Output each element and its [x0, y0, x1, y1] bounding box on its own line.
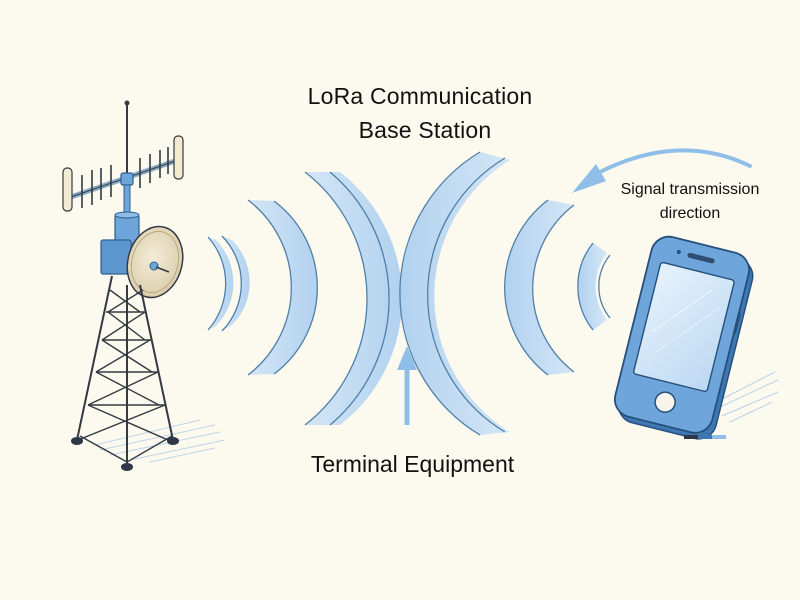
terminal-equipment-label: Terminal Equipment: [310, 451, 515, 477]
smartphone-icon: [613, 235, 779, 440]
signal-direction-label-line2: direction: [659, 205, 721, 222]
signal-waves-right: [399, 151, 611, 436]
up-arrow-icon: [397, 346, 417, 425]
base-station-title-line1: LoRa Communication: [307, 83, 533, 109]
signal-waves-left: [207, 171, 403, 426]
cell-tower-icon: [62, 100, 226, 471]
curved-arrow-icon: [572, 148, 752, 193]
base-station-title-line2: Base Station: [358, 117, 492, 143]
signal-direction-label-line1: Signal transmission: [620, 181, 760, 198]
